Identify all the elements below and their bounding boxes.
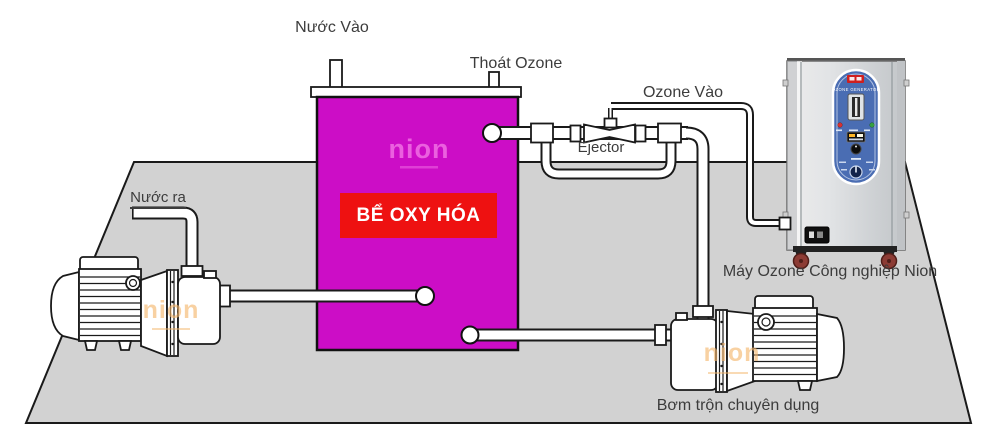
bottom-pump-logo: nion	[703, 339, 761, 367]
label-ozone-machine: Máy Ozone Công nghiệp Nion	[722, 263, 938, 280]
pump-logo-tagline	[708, 372, 748, 374]
mixing-pump	[670, 295, 845, 393]
tank-lid	[310, 86, 522, 98]
label-water-out-text: Nước ra	[130, 189, 186, 209]
machine-inlet-port	[778, 216, 792, 231]
pump-head	[177, 276, 221, 345]
pump-flange	[715, 309, 728, 393]
water-inlet-stub	[329, 59, 343, 89]
machine-hinge-tab	[782, 79, 789, 87]
pump-end-cap	[816, 312, 845, 383]
machine-hinge-tab	[903, 79, 910, 87]
panel-title: OZONE GENERATOR	[832, 87, 880, 92]
pump-eye-bolt	[125, 275, 141, 291]
flow-meter	[847, 93, 865, 121]
pipe-ozone-feed	[611, 102, 781, 227]
tank-port-middle	[415, 286, 435, 306]
pipe-couplings	[180, 122, 714, 346]
ozone-vent-stub	[488, 71, 500, 89]
indicator-green	[869, 122, 875, 128]
left-pump-logo: nion	[142, 296, 200, 324]
machine-base	[793, 246, 897, 252]
ozone-generator: OZONE GENERATOR	[782, 58, 910, 270]
tank-port-bottom	[460, 325, 480, 345]
pipe-water-out	[132, 206, 199, 280]
tank-title-plate	[340, 193, 497, 238]
label-water-in: Nước Vào	[295, 19, 369, 36]
label-ejector: Ejector	[577, 139, 625, 156]
tank-port-top	[482, 123, 502, 143]
pump-head-tab	[203, 270, 217, 279]
label-ozone-exhaust: Thoát Ozone	[469, 55, 563, 72]
digital-display	[846, 131, 866, 143]
label-water-out: Nước ra	[127, 189, 189, 209]
pump-head-tab	[675, 312, 688, 321]
power-knob	[850, 143, 862, 155]
tank-logo: nion	[388, 134, 450, 164]
power-switch	[804, 226, 830, 244]
caster-wheel	[880, 250, 898, 270]
pump-end-cap	[50, 270, 80, 342]
machine-hinge-tab	[903, 211, 910, 219]
caster-wheel	[792, 250, 810, 270]
indicator-red	[837, 122, 843, 128]
ejector-bypass-loop	[540, 139, 677, 180]
pump-foot	[83, 340, 99, 351]
ozone-nozzle	[603, 108, 618, 129]
pump-logo-tagline	[152, 328, 190, 330]
booster-pump-left	[50, 256, 221, 358]
ejector-venturi	[583, 123, 636, 144]
label-ozone-in: Ozone Vào	[642, 84, 724, 101]
label-mixing-pump: Bơm trộn chuyên dụng	[656, 397, 820, 414]
control-panel: OZONE GENERATOR	[831, 68, 881, 186]
pump-foot	[796, 380, 814, 391]
pump-foot	[117, 340, 133, 351]
tank-title: BỂ OXY HÓA	[356, 205, 481, 226]
pump-eye-bolt	[757, 313, 775, 331]
pipe-ejector-to-pump	[685, 126, 710, 322]
motor-fins	[754, 315, 816, 376]
adjust-dial	[841, 165, 875, 179]
tank-logo-tagline	[400, 166, 438, 169]
